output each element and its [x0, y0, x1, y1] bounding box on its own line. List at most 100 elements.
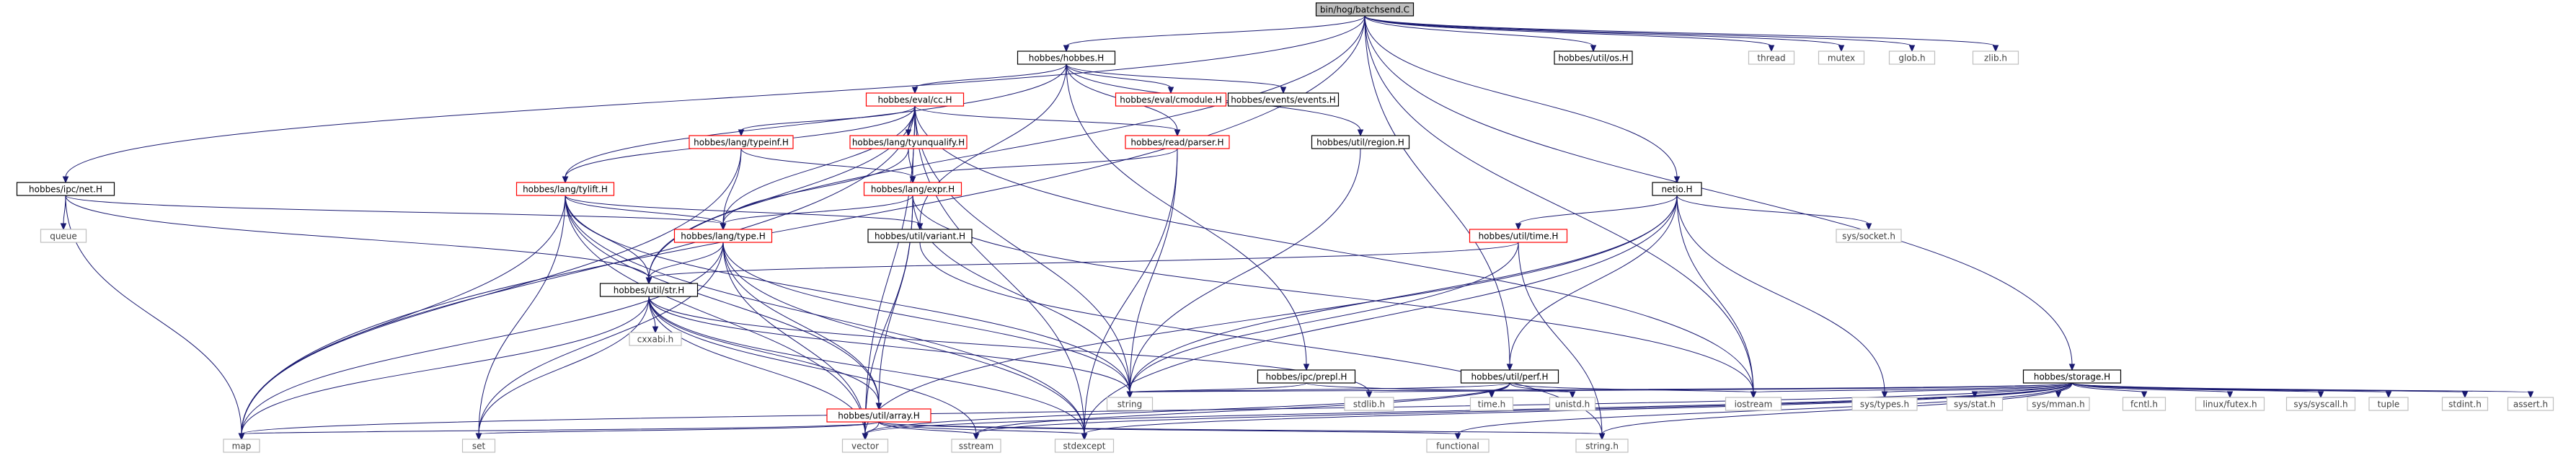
edge-line [1364, 15, 1510, 366]
node-type[interactable]: hobbes/lang/type.H [673, 229, 773, 243]
node-label: bin/hog/batchsend.C [1320, 5, 1409, 15]
node-label: sys/mman.h [2032, 400, 2084, 410]
arrowhead-icon [645, 277, 652, 285]
node-util_time[interactable]: hobbes/util/time.H [1469, 229, 1568, 243]
edge-storage-to-tuple [2071, 382, 2392, 399]
arrowhead-icon [911, 87, 919, 94]
edge-util_time-to-util_str [645, 242, 1519, 285]
node-parser[interactable]: hobbes/read/parser.H [1125, 135, 1230, 149]
node-box [223, 439, 260, 453]
edge-tylift-to-variant [565, 195, 924, 231]
edge-line [914, 63, 1067, 89]
edge-line [740, 105, 916, 131]
node-box [673, 229, 773, 243]
edge-line [565, 195, 921, 225]
edge-line [1509, 195, 1678, 366]
edge-typeinf-to-type [720, 148, 742, 231]
edge-line [1066, 63, 1284, 89]
arrowhead-icon [1081, 433, 1088, 441]
arrowhead-icon [738, 129, 745, 137]
node-string: string [1106, 397, 1154, 411]
edge-line [648, 15, 1366, 279]
node-root[interactable]: bin/hog/batchsend.C [1315, 2, 1415, 17]
node-tylift[interactable]: hobbes/lang/tylift.H [515, 182, 615, 196]
edge-ipc_net-to-util_str [65, 195, 652, 285]
node-variant[interactable]: hobbes/util/variant.H [867, 229, 973, 243]
node-box [849, 135, 968, 149]
node-hobbes_h[interactable]: hobbes/hobbes.H [1017, 50, 1116, 65]
edge-hobbes_h-to-tylift [562, 63, 1067, 184]
node-eval_cmodule[interactable]: hobbes/eval/cmodule.H [1115, 92, 1227, 107]
edge-line [722, 242, 1085, 435]
arrowhead-icon [1908, 45, 1916, 53]
arrowhead-icon [1590, 45, 1597, 53]
node-array[interactable]: hobbes/util/array.H [826, 408, 931, 423]
edge-netio-to-perf [1506, 195, 1678, 371]
node-box [1725, 397, 1782, 411]
arrowhead-icon [62, 176, 69, 184]
node-tuple: tuple [2368, 397, 2409, 411]
edge-line [878, 421, 1603, 435]
arrowhead-icon [1280, 87, 1287, 94]
edge-line [1518, 195, 1678, 225]
edge-line [648, 296, 880, 405]
node-box [1549, 397, 1596, 411]
node-mutex: mutex [1818, 50, 1865, 65]
node-box [1227, 92, 1340, 107]
edge-line [478, 195, 566, 435]
node-typeinf[interactable]: hobbes/lang/typeinf.H [689, 135, 794, 149]
node-box [1460, 369, 1559, 384]
node-systypes: sys/types.h [1851, 397, 1918, 411]
edge-line [740, 148, 913, 178]
node-label: linux/futex.h [2203, 400, 2257, 410]
edge-line [1066, 15, 1366, 47]
node-box [1311, 135, 1410, 149]
node-prepl[interactable]: hobbes/ipc/prepl.H [1257, 369, 1356, 384]
edge-storage-to-vector [862, 382, 2073, 441]
arrowhead-icon [1673, 176, 1681, 184]
edge-expr-to-iostream [912, 195, 1757, 399]
edge-line [65, 195, 242, 435]
node-region[interactable]: hobbes/util/region.H [1311, 135, 1410, 149]
edge-eval_cc-to-parser [914, 105, 1181, 137]
edge-line [864, 382, 1510, 435]
arrowhead-icon [1366, 391, 1373, 399]
node-util_os[interactable]: hobbes/util/os.H [1554, 50, 1633, 65]
node-label: string.h [1585, 441, 1619, 452]
edge-line [722, 242, 1130, 393]
node-tyunqualify[interactable]: hobbes/lang/tyunqualify.H [849, 135, 968, 149]
arrowhead-icon [2055, 391, 2062, 399]
node-box [1106, 397, 1154, 411]
edge-line [1676, 195, 1885, 393]
node-label: iostream [1735, 400, 1773, 410]
node-events[interactable]: hobbes/events/events.H [1227, 92, 1340, 107]
edge-hobbes_h-to-events [1066, 63, 1287, 94]
arrowhead-icon [875, 402, 882, 410]
node-label: hobbes/util/array.H [838, 411, 919, 421]
edge-line [565, 195, 724, 225]
node-perf[interactable]: hobbes/util/perf.H [1460, 369, 1559, 384]
node-util_str[interactable]: hobbes/util/str.H [599, 283, 699, 297]
node-box [599, 283, 699, 297]
node-label: sys/stat.h [1954, 400, 1996, 410]
node-eval_cc[interactable]: hobbes/eval/cc.H [865, 92, 965, 107]
node-label: functional [1436, 441, 1479, 452]
edge-util_str-to-array [648, 296, 882, 410]
edge-line [722, 195, 913, 225]
arrowhead-icon [1063, 45, 1070, 53]
node-label: sstream [959, 441, 993, 452]
edge-array-to-set [475, 421, 880, 441]
node-box [515, 182, 615, 196]
edge-line [648, 296, 1130, 393]
node-box [2122, 397, 2166, 411]
edge-line [648, 296, 977, 435]
node-ipc_net[interactable]: hobbes/ipc/net.H [16, 182, 115, 196]
node-expr[interactable]: hobbes/lang/expr.H [863, 182, 962, 196]
node-netio[interactable]: netio.H [1652, 182, 1702, 196]
node-stringh: string.h [1575, 439, 1629, 453]
node-storage[interactable]: hobbes/storage.H [2022, 369, 2122, 384]
edge-line [1364, 15, 1996, 47]
edge-line [908, 148, 913, 178]
node-label: glob.h [1898, 53, 1925, 63]
